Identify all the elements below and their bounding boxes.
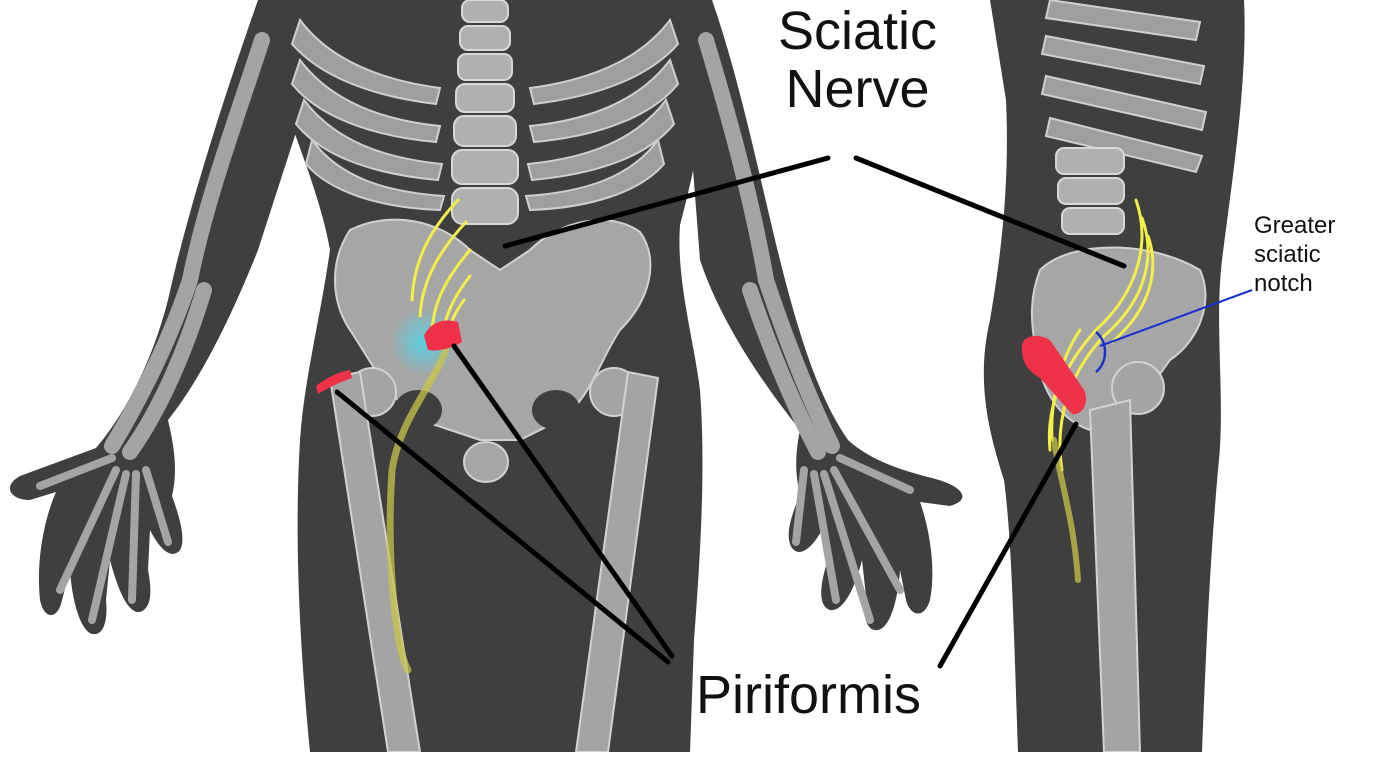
sciatic-nerve-label: Sciatic Nerve bbox=[778, 2, 937, 119]
front-piriformis-muscle bbox=[424, 320, 462, 351]
notch-label-line3: notch bbox=[1254, 269, 1313, 297]
sciatic-nerve-label-line1: Sciatic bbox=[778, 1, 938, 61]
notch-label-line2: sciatic bbox=[1254, 240, 1321, 268]
sciatic-nerve-label-line2: Nerve bbox=[785, 59, 930, 120]
front-sciatic-trunk bbox=[386, 346, 450, 674]
front-piriformis-outer bbox=[316, 370, 352, 394]
side-femur bbox=[1088, 361, 1165, 753]
front-arm-bones bbox=[104, 32, 840, 460]
side-sciatic-trunk bbox=[1051, 437, 1081, 583]
front-hand-bones bbox=[36, 454, 914, 624]
leader-piriformis-front bbox=[451, 343, 675, 659]
side-ribcage bbox=[1040, 0, 1208, 174]
front-femurs bbox=[328, 367, 660, 753]
leader-lines bbox=[334, 155, 1127, 669]
lateral-skeleton-icon bbox=[983, 0, 1245, 753]
leader-greater-sciatic-notch bbox=[1099, 289, 1253, 347]
leader-sciatic-side bbox=[853, 155, 1127, 269]
greater-sciatic-notch-marker bbox=[1095, 331, 1107, 373]
leader-sciatic-front bbox=[502, 155, 831, 249]
leader-piriformis-side bbox=[937, 421, 1079, 669]
notch-label-line1: Greater bbox=[1254, 212, 1336, 239]
anterior-skeleton-icon bbox=[9, 0, 963, 753]
greater-sciatic-notch-label: Greater sciatic notch bbox=[1254, 212, 1335, 298]
leader-piriformis-outer bbox=[334, 389, 671, 665]
piriformis-label: Piriformis bbox=[696, 665, 921, 725]
front-spine bbox=[451, 0, 519, 225]
side-piriformis-muscle bbox=[1021, 335, 1087, 415]
front-ribcage bbox=[290, 17, 680, 212]
side-spine bbox=[1055, 147, 1125, 235]
